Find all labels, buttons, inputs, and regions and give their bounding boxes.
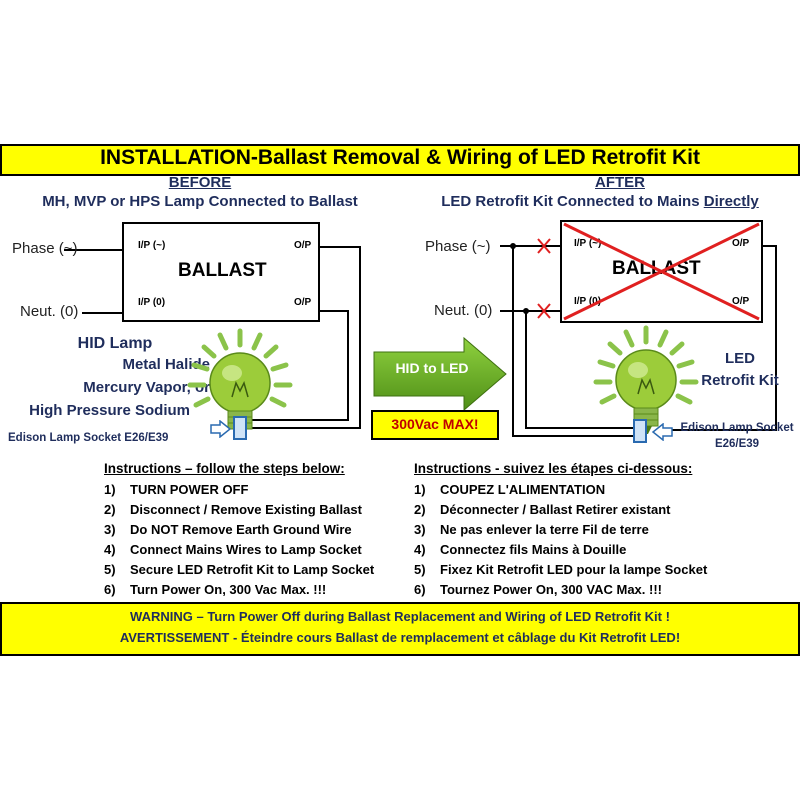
- after-ip-neutral: I/P (0): [574, 296, 602, 307]
- list-item: 3)Ne pas enlever la terre Fil de terre: [414, 522, 649, 537]
- after-direct-phase-wire: [512, 246, 634, 437]
- list-item: 2)Disconnect / Remove Existing Ballast: [104, 502, 362, 517]
- before-output-wire-2: [250, 310, 349, 421]
- after-socket-icon: [633, 419, 647, 443]
- after-socket-label-1: Edison Lamp Socket: [680, 422, 794, 434]
- before-heading: BEFORE: [168, 174, 232, 191]
- list-item: 5)Secure LED Retrofit Kit to Lamp Socket: [104, 562, 375, 577]
- led-retrofit-bulb-icon: [593, 325, 699, 434]
- list-item: 4)Connect Mains Wires to Lamp Socket: [104, 542, 362, 557]
- instructions-en-list: 1)TURN POWER OFF 2)Disconnect / Remove E…: [104, 480, 374, 600]
- after-neutral-label: Neut. (0): [434, 302, 493, 319]
- list-item: 1)COUPEZ L'ALIMENTATION: [414, 482, 606, 497]
- hid-to-led-label: HID to LED: [395, 360, 469, 376]
- after-op-top: O/P: [732, 238, 750, 249]
- instructions-en-title: Instructions – follow the steps below:: [104, 461, 345, 476]
- hid-lamp-line-2: Mercury Vapor, or: [83, 379, 210, 396]
- before-op-bottom: O/P: [294, 297, 312, 308]
- list-item: 6)Turn Power On, 300 Vac Max. !!!: [104, 582, 327, 597]
- warning-fr: AVERTISSEMENT - Éteindre cours Ballast d…: [119, 630, 681, 645]
- before-ballast-box: [122, 222, 320, 322]
- before-ip-neutral: I/P (0): [138, 297, 166, 308]
- list-item: 4)Connectez fils Mains à Douille: [414, 542, 627, 557]
- before-ip-phase: I/P (~): [138, 240, 166, 251]
- before-description: MH, MVP or HPS Lamp Connected to Ballast: [42, 193, 358, 210]
- page-title: INSTALLATION-Ballast Removal & Wiring of…: [100, 146, 700, 169]
- list-item: 6)Tournez Power On, 300 VAC Max. !!!: [414, 582, 662, 597]
- after-op-bottom: O/P: [732, 296, 750, 307]
- after-heading: AFTER: [595, 174, 645, 191]
- before-socket-label: Edison Lamp Socket E26/E39: [8, 432, 169, 444]
- after-socket-label-2: E26/E39: [714, 438, 760, 450]
- voltage-note: 300Vac MAX!: [391, 416, 479, 432]
- after-old-output-wire: [660, 245, 777, 431]
- ballast-removed-cross-icon: [563, 222, 760, 321]
- after-description: LED Retrofit Kit Connected to Mains Dire…: [400, 193, 800, 210]
- before-output-wire-1: [250, 246, 361, 429]
- after-description-text: LED Retrofit Kit Connected to Mains: [441, 193, 704, 210]
- before-socket-arrow-icon: [210, 420, 232, 438]
- after-description-emphasis: Directly: [703, 193, 759, 210]
- after-phase-junction: [510, 243, 516, 249]
- after-direct-neutral-wire: [525, 311, 634, 429]
- led-lamp-line-2: Retrofit Kit: [701, 372, 779, 389]
- before-phase-label: Phase (~): [12, 240, 78, 257]
- after-phase-label: Phase (~): [425, 238, 491, 255]
- led-lamp-line-1: LED: [725, 350, 755, 367]
- hid-to-led-arrow-icon: [373, 336, 507, 412]
- instructions-fr-list: 1)COUPEZ L'ALIMENTATION 2)Déconnecter / …: [414, 480, 707, 600]
- before-socket-icon: [233, 416, 247, 440]
- before-ballast-label: BALLAST: [178, 260, 267, 281]
- list-item: 2)Déconnecter / Ballast Retirer existant: [414, 502, 671, 517]
- title-banner: [0, 144, 800, 176]
- voltage-note-box: [371, 410, 499, 440]
- list-item: 5)Fixez Kit Retrofit LED pour la lampe S…: [414, 562, 708, 577]
- after-socket-arrow-icon: [651, 423, 673, 441]
- list-item: 1)TURN POWER OFF: [104, 482, 249, 497]
- hid-lamp-title: HID Lamp: [77, 335, 153, 352]
- hid-lamp-line-3: High Pressure Sodium: [29, 402, 190, 419]
- after-ip-phase: I/P (~): [574, 238, 602, 249]
- cut-marks: [537, 238, 551, 319]
- before-neutral-label: Neut. (0): [20, 303, 79, 320]
- list-item: 3)Do NOT Remove Earth Ground Wire: [104, 522, 352, 537]
- before-op-top: O/P: [294, 240, 312, 251]
- instructions-fr-title: Instructions - suivez les étapes ci-dess…: [414, 461, 693, 476]
- after-neutral-junction: [523, 308, 529, 314]
- warning-banner: [0, 602, 800, 656]
- hid-lamp-line-1: Metal Halide: [122, 356, 210, 373]
- warning-en: WARNING – Turn Power Off during Ballast …: [130, 609, 670, 624]
